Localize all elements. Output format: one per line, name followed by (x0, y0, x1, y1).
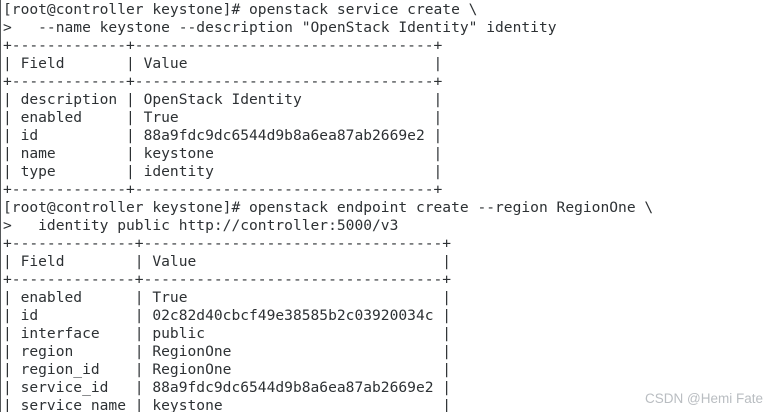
terminal-prompt-line: [root@controller keystone]# openstack se… (3, 1, 478, 18)
table-border: +-------------+-------------------------… (3, 181, 443, 198)
table-header-row: | Field | Value | (3, 253, 452, 270)
table-row-name: | name | keystone | (3, 145, 443, 162)
table-row-region-id: | region_id | RegionOne | (3, 361, 452, 378)
table-row-service-name: | service_name | keystone | (3, 397, 452, 412)
table-row-enabled: | enabled | True | (3, 109, 443, 126)
table-row-type: | type | identity | (3, 163, 443, 180)
table-row-interface: | interface | public | (3, 325, 452, 342)
table-row-enabled: | enabled | True | (3, 289, 452, 306)
table-border: +--------------+------------------------… (3, 235, 452, 252)
terminal-prompt-line: [root@controller keystone]# openstack en… (3, 199, 654, 216)
table-border: +-------------+-------------------------… (3, 37, 443, 54)
table-row-region: | region | RegionOne | (3, 343, 452, 360)
table-header-row: | Field | Value | (3, 55, 443, 72)
table-row-id: | id | 88a9fdc9dc6544d9b8a6ea87ab2669e2 … (3, 127, 443, 144)
table-row-description: | description | OpenStack Identity | (3, 91, 443, 108)
table-row-id: | id | 02c82d40cbcf49e38585b2c03920034c … (3, 307, 452, 324)
terminal-continuation-line: > --name keystone --description "OpenSta… (3, 19, 557, 36)
table-border: +--------------+------------------------… (3, 271, 452, 288)
terminal-continuation-line: > identity public http://controller:5000… (3, 217, 399, 234)
table-border: +-------------+-------------------------… (3, 73, 443, 90)
table-row-service-id: | service_id | 88a9fdc9dc6544d9b8a6ea87a… (3, 379, 452, 396)
